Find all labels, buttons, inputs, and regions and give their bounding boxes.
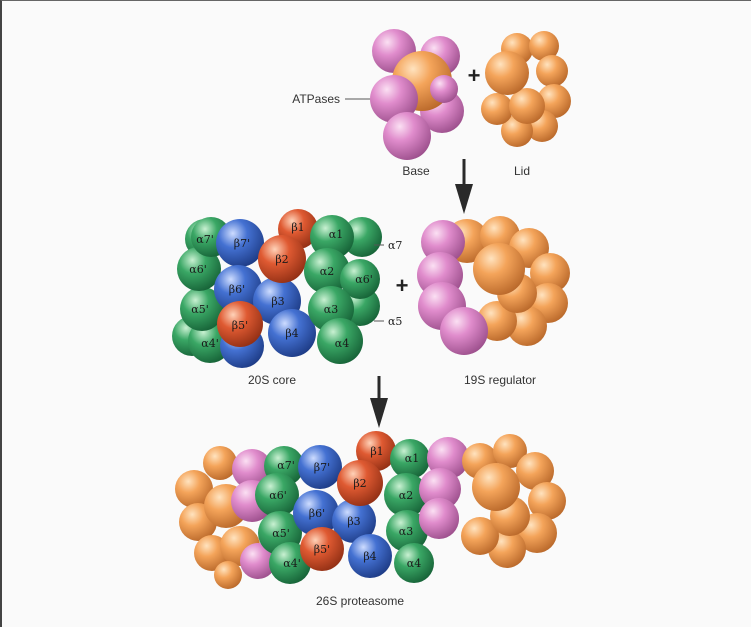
- label-a6p-26s: α6': [269, 489, 286, 502]
- label-b7p: β7': [234, 237, 250, 250]
- lid-subunit: [472, 463, 520, 511]
- label-a4: α4: [335, 337, 349, 350]
- label-b2-26s: β2: [353, 477, 366, 490]
- label-a2: α2: [320, 265, 334, 278]
- lid-subunit: [536, 55, 568, 87]
- lid-group: [481, 31, 571, 147]
- label-a5p: α5': [191, 303, 208, 316]
- atpase-subunit: [440, 307, 488, 355]
- label-a5: α5: [388, 315, 402, 328]
- atpase-subunit: [419, 499, 459, 539]
- label-a4p-26s: α4': [283, 557, 300, 570]
- label-b2: β2: [275, 253, 288, 266]
- plus-sign-middle: +: [396, 273, 409, 298]
- core-20s-group: α7' α6' α5' α4' β7' β6' β5' β1 β2 β3 β4 …: [172, 209, 402, 368]
- label-b6p: β6': [229, 283, 245, 296]
- label-a5p-26s: α5': [272, 527, 289, 540]
- label-a4p: α4': [201, 337, 218, 350]
- lid-label: Lid: [514, 164, 530, 178]
- label-a3: α3: [324, 303, 338, 316]
- plus-sign-top: +: [468, 63, 481, 88]
- proteasome-26s-label: 26S proteasome: [316, 594, 404, 608]
- atpases-label: ATPases: [292, 92, 340, 106]
- label-a2-26s: α2: [399, 489, 413, 502]
- regulator-19s-label: 19S regulator: [464, 373, 536, 387]
- label-a7p: α7': [196, 233, 213, 246]
- label-a3-26s: α3: [399, 525, 413, 538]
- regulator-19s-group: [417, 216, 570, 355]
- proteasome-26s-group: α7' α6' α5' α4' β7' β6' β5' β1 β2 β3 β4 …: [175, 431, 566, 589]
- atpase-subunit: [383, 112, 431, 160]
- label-b5p: β5': [232, 319, 248, 332]
- lid-subunit: [485, 51, 529, 95]
- label-a1-26s: α1: [405, 452, 419, 465]
- label-b6p-26s: β6': [309, 507, 325, 520]
- label-a7: α7: [388, 239, 402, 252]
- label-b4-26s: β4: [363, 550, 376, 563]
- label-a6: α6': [355, 273, 372, 286]
- label-b7p-26s: β7': [314, 461, 330, 474]
- core-20s-label: 20S core: [248, 373, 296, 387]
- label-b3: β3: [271, 295, 284, 308]
- label-b3-26s: β3: [347, 515, 360, 528]
- label-a4-26s: α4: [407, 557, 421, 570]
- base-label: Base: [402, 164, 430, 178]
- label-b1: β1: [291, 221, 304, 234]
- lid-subunit: [473, 243, 525, 295]
- label-a1: α1: [329, 228, 343, 241]
- label-a7p-26s: α7': [277, 459, 294, 472]
- label-a6p: α6': [189, 263, 206, 276]
- label-b4: β4: [285, 327, 298, 340]
- atpase-subunit: [430, 75, 458, 103]
- label-b1-26s: β1: [370, 445, 383, 458]
- lid-subunit: [481, 93, 513, 125]
- lid-subunit: [214, 561, 242, 589]
- lid-subunit: [203, 446, 237, 480]
- label-b5p-26s: β5': [314, 543, 330, 556]
- base-group: [370, 29, 464, 160]
